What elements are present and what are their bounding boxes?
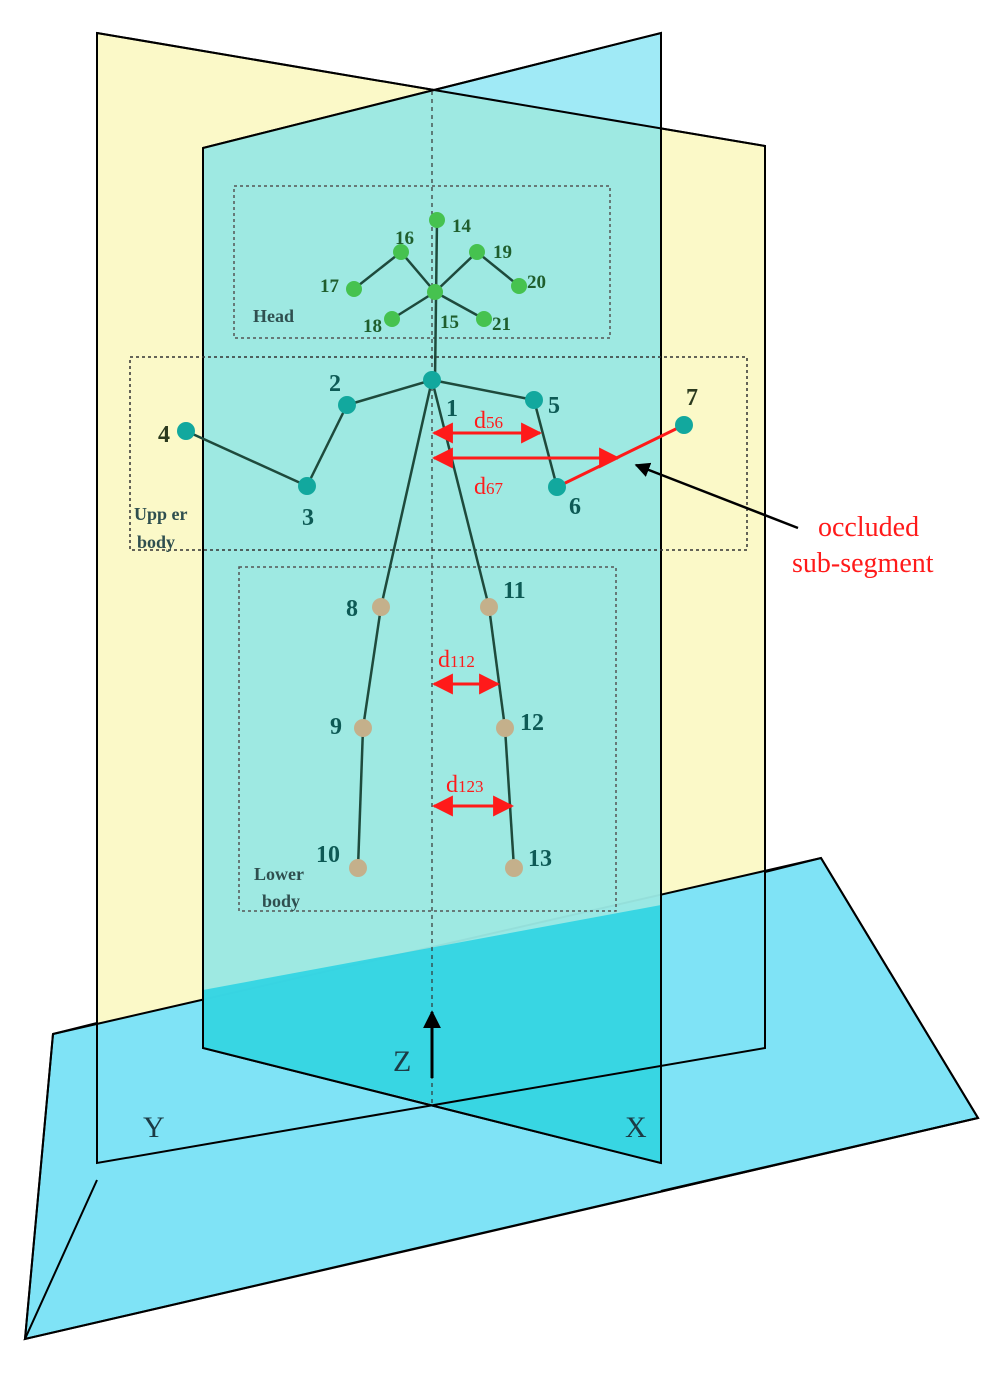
joint-14 [429,212,445,228]
joint-label-14: 14 [452,216,472,237]
joint-21 [476,311,492,327]
joint-18 [384,311,400,327]
d56-label: d56 [474,408,503,434]
upper-body-label-2: body [137,532,175,552]
joint-label-13: 13 [528,846,552,872]
floor-edge [52,1022,98,1035]
joint-4 [177,422,195,440]
joint-label-5: 5 [548,393,560,419]
joint-6 [548,478,566,496]
joint-label-2: 2 [329,371,341,397]
joint-17 [346,281,362,297]
joints [177,212,693,877]
joint-5 [525,391,543,409]
lower-body-region-box [238,566,617,912]
joint-3 [298,477,316,495]
y-axis-label: Y [143,1111,165,1144]
lower-body-label-1: Lower [254,864,304,884]
joint-label-21: 21 [492,314,511,335]
joint-15 [427,284,443,300]
occluded-segment [556,423,685,489]
occluded-label-1: occluded [818,512,919,543]
head-region-box [233,185,611,339]
joint-label-20: 20 [527,272,546,293]
joint-label-10: 10 [316,842,340,868]
joint-label-8: 8 [346,596,358,622]
joint-1 [423,371,441,389]
joint-20 [511,278,527,294]
joint-label-6: 6 [569,494,581,520]
joint-label-11: 11 [503,578,526,604]
joint-label-4: 4 [158,422,170,448]
joint-16 [393,244,409,260]
joint-13 [505,859,523,877]
joint-label-15: 15 [440,312,459,333]
lower-body-label-2: body [262,891,300,911]
joint-10 [349,859,367,877]
joint-12 [496,719,514,737]
skeleton-bones [185,219,559,869]
d112-label: d112 [438,647,475,673]
floor-edge [431,1117,979,1246]
joint-label-7: 7 [686,385,698,411]
joint-label-18: 18 [363,316,382,337]
joint-label-1: 1 [446,396,458,422]
head-label: Head [253,306,294,326]
joint-label-3: 3 [302,505,314,531]
joint-label-17: 17 [320,276,340,297]
joint-label-19: 19 [493,242,512,263]
z-axis-label: Z [393,1045,411,1078]
joint-8 [372,598,390,616]
joint-9 [354,719,372,737]
floor-edge [24,1033,54,1340]
d67-label: d67 [474,474,504,500]
d123-label: d123 [446,772,484,798]
joint-19 [469,244,485,260]
joint-2 [338,396,356,414]
upper-body-label-1: Upp er [134,504,188,524]
joint-label-9: 9 [330,714,342,740]
plane-edge [202,31,662,1163]
joint-11 [480,598,498,616]
occluded-label-2: sub-segment [792,548,934,579]
joint-7 [675,416,693,434]
joint-label-16: 16 [395,228,414,249]
plane-edge [202,148,662,1164]
upper-body-region-box [129,356,748,551]
joint-label-12: 12 [520,710,544,736]
x-axis-label: X [625,1111,647,1144]
plane-edge [96,32,766,1165]
occluded-pointer-arrow [634,462,799,530]
